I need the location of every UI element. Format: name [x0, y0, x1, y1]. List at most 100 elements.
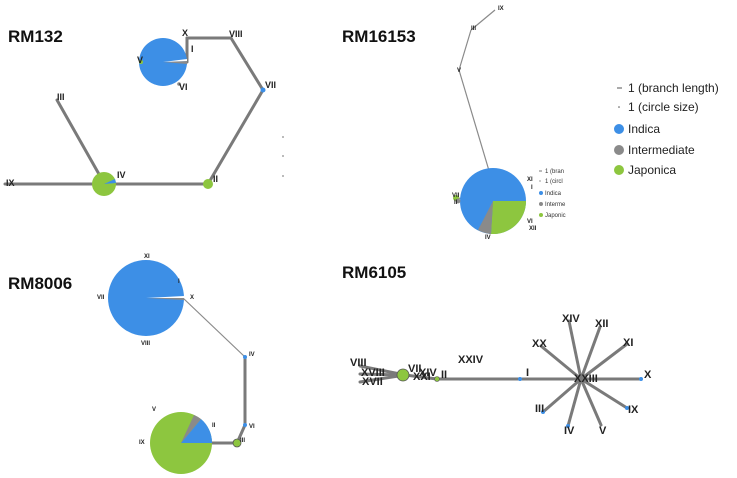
label-iii: III — [535, 403, 544, 415]
label-xxi: XXI — [413, 371, 431, 383]
legend-circle-size: 1 (circle size) — [628, 100, 699, 114]
branch-v-i — [458, 69, 491, 175]
pie-node-i — [108, 260, 184, 336]
mini-legend-intermediate-swatch — [539, 202, 543, 206]
node-ix — [625, 406, 629, 410]
label-xxiv: XXIV — [458, 354, 484, 366]
label-viii: VIII — [350, 357, 367, 369]
legend-indica-swatch — [614, 124, 624, 134]
branch-vii-ii — [403, 373, 439, 381]
label-ix: IX — [498, 6, 504, 12]
branch-vii-viii — [229, 36, 265, 92]
label-iv: IV — [117, 170, 126, 180]
mini-legend-japonica: Japonic — [545, 213, 566, 219]
node-v — [139, 60, 143, 64]
label-ii: II — [212, 423, 216, 429]
panel-rm132: RM132 IX III IV II VII VIII X I V VI — [3, 27, 284, 196]
branch-ii-vii — [206, 88, 265, 186]
legend-intermediate-swatch — [614, 145, 624, 155]
branch-ix — [579, 377, 629, 410]
mini-legend-indica: Indica — [545, 191, 562, 197]
panel-rm8006: RM8006 XI I X VII VIII IV VI III II V IX — [8, 254, 255, 474]
node-iv — [243, 355, 247, 359]
label-i: I — [526, 367, 529, 379]
label-v: V — [599, 425, 607, 437]
panel-rm6105: RM6105 VIII XVIII XVII — [342, 263, 652, 437]
panel-rm16153: RM16153 IX III V XI I VI XII IV VII II 1… — [342, 6, 566, 241]
node-ii — [455, 198, 461, 204]
label-iii: III — [240, 438, 245, 444]
node-vii — [260, 87, 266, 93]
label-vii: VII — [265, 80, 276, 90]
branch-xiv — [567, 319, 583, 381]
pie-slice-iv-indica — [104, 179, 116, 184]
pie-slice-i-gap — [163, 59, 187, 62]
mini-legend-intermediate: Interme — [545, 202, 566, 208]
node-iii — [541, 410, 545, 414]
node-i — [518, 377, 522, 381]
branch-iii-v — [458, 29, 472, 71]
branch-x-iv — [182, 297, 246, 358]
mini-legend-japonica-swatch — [539, 213, 543, 217]
label-xiv-b: XIV — [419, 367, 437, 379]
label-xviii: XVIII — [361, 367, 385, 379]
label-xx: XX — [532, 338, 547, 350]
pie-slice-i-gap — [146, 296, 184, 298]
pie-node-i — [460, 168, 527, 235]
label-x: X — [182, 28, 188, 38]
branch-xx — [539, 344, 583, 381]
branch-ix-iii — [470, 9, 496, 31]
pie-node-vii — [396, 368, 410, 382]
branch-v — [579, 377, 603, 427]
mini-legend: 1 (bran 1 (circl Indica Interme Japonic — [539, 169, 566, 219]
label-iv: IV — [485, 235, 491, 241]
label-xi: XI — [527, 177, 533, 183]
label-i: I — [531, 185, 533, 191]
label-xi: XI — [623, 337, 633, 349]
panel-title-rm8006: RM8006 — [8, 274, 72, 293]
label-vi: VI — [179, 82, 188, 92]
node-x — [639, 377, 643, 381]
label-iv: IV — [249, 352, 255, 358]
label-ii: II — [213, 174, 218, 184]
label-vii: VII — [97, 295, 105, 301]
branch-iii — [541, 377, 583, 414]
label-vii: VII — [408, 363, 421, 375]
label-v: V — [137, 55, 143, 65]
mini-legend-circle-size: 1 (circl — [545, 179, 563, 185]
pie-slice-ix-indica — [181, 419, 213, 443]
label-xxiii: XXIII — [574, 373, 598, 385]
mini-legend-circle-swatch — [539, 180, 541, 182]
label-i: I — [191, 44, 194, 54]
label-vii: VII — [452, 193, 460, 199]
label-ix: IX — [628, 404, 639, 416]
legend-japonica: Japonica — [628, 163, 676, 177]
legend-intermediate: Intermediate — [628, 143, 695, 157]
mini-legend-branch-length: 1 (bran — [545, 169, 564, 175]
label-vi: VI — [249, 424, 255, 430]
panel-title-rm6105: RM6105 — [342, 263, 406, 282]
pie-slice-i-intermediate — [478, 201, 493, 234]
branch-xi — [579, 342, 629, 381]
legend: 1 (branch length) 1 (circle size) Indica… — [614, 81, 719, 177]
pie-slice-ix-intermediate — [181, 415, 201, 443]
label-viii: VIII — [141, 341, 150, 347]
panel-title-rm132: RM132 — [8, 27, 63, 46]
legend-indica: Indica — [628, 122, 660, 136]
label-xi: XI — [144, 254, 150, 260]
node-ii — [434, 376, 440, 382]
label-ix: IX — [139, 440, 145, 446]
label-ix: IX — [6, 178, 15, 188]
node-iv — [566, 424, 570, 428]
label-i: I — [178, 279, 180, 285]
pie-node-ix — [150, 412, 213, 474]
label-v: V — [457, 68, 461, 74]
label-viii: VIII — [229, 29, 243, 39]
label-ii: II — [454, 200, 458, 206]
label-x: X — [644, 369, 652, 381]
node-vi — [177, 82, 181, 86]
label-xii: XII — [529, 226, 537, 232]
label-ii: II — [441, 369, 447, 381]
legend-japonica-swatch — [614, 165, 624, 175]
